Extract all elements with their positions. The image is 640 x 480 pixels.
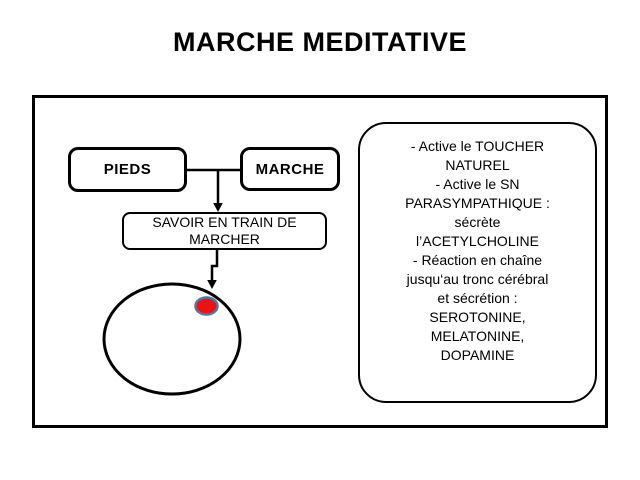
panel-line: NATUREL xyxy=(445,157,510,173)
panel-line: MELATONINE, xyxy=(430,328,525,344)
box-pieds: PIEDS xyxy=(68,147,187,192)
panel-line: - Réaction en chaîne xyxy=(412,252,543,268)
box-savoir-en-train-de-marcher: SAVOIR EN TRAIN DE MARCHER xyxy=(122,212,327,250)
page-title: MARCHE MEDITATIVE xyxy=(173,27,467,57)
panel-line: DOPAMINE xyxy=(440,347,515,363)
box-savoir-label-line1: SAVOIR EN TRAIN DE xyxy=(152,214,297,230)
panel-line: sécrète xyxy=(454,214,501,230)
panel-line: et sécrétion : xyxy=(437,290,518,306)
panel-line: - Active le TOUCHER xyxy=(410,138,545,154)
box-marche: MARCHE xyxy=(240,147,340,191)
panel-line: - Active le SN xyxy=(435,176,520,192)
panel-line: jusqu‘au tronc cérébral xyxy=(406,271,549,287)
box-marche-label: MARCHE xyxy=(255,160,325,178)
panel-line: PARASYMPATHIQUE : xyxy=(405,195,550,211)
panel-line: l’ACETYLCHOLINE xyxy=(416,233,539,249)
box-savoir-label-line2: MARCHER xyxy=(189,231,260,247)
panel-line: SEROTONINE, xyxy=(429,309,526,325)
box-pieds-label: PIEDS xyxy=(103,161,152,178)
info-panel: - Active le TOUCHER NATUREL - Active le … xyxy=(358,122,597,403)
